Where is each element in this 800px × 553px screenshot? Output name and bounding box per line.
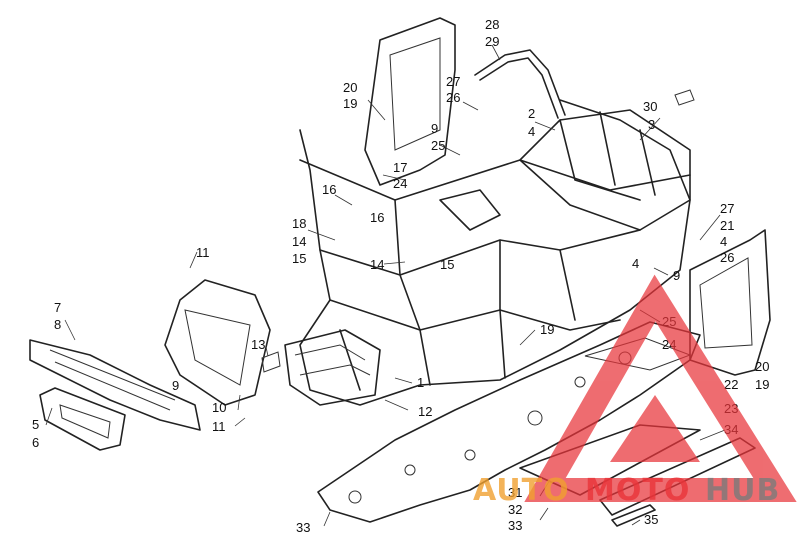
callout-16: 16 [370,210,384,225]
callout-18: 18 [292,216,306,231]
watermark: AUTO MOTO HUB [473,274,797,508]
rops-rear-left [364,17,456,186]
watermark-logo-triangle [524,274,797,502]
callout-9: 9 [172,378,179,393]
main-frame [284,99,691,406]
callout-8: 8 [54,317,61,332]
callout-9: 9 [673,268,680,283]
callout-20: 20 [755,359,769,374]
callout-22: 22 [724,377,738,392]
callout-19: 19 [343,96,357,111]
callout-24: 24 [393,176,407,191]
callout-33: 33 [296,520,310,535]
front-bracket [164,279,271,406]
callout-14: 14 [370,257,384,272]
callout-11: 11 [196,245,210,260]
callout-3: 3 [648,117,655,132]
callout-26: 26 [720,250,734,265]
watermark-text-hub: HUB [705,473,780,508]
upper-bar [474,49,566,119]
callout-19: 19 [540,322,554,337]
callout-15: 15 [440,257,454,272]
callout-13: 13 [251,337,265,352]
callout-17: 17 [393,160,407,175]
watermark-text-auto: AUTO [473,473,570,508]
front-bumper [29,339,201,431]
callout-2: 2 [528,106,535,121]
callout-4: 4 [632,256,639,271]
callout-31: 31 [508,485,522,500]
callout-21: 21 [720,218,734,233]
callout-32: 32 [508,502,522,517]
callout-6: 6 [32,435,39,450]
front-skid [39,387,126,451]
callout-19: 19 [755,377,769,392]
small-grilles [261,89,695,373]
callout-25: 25 [431,138,445,153]
callout-7: 7 [54,300,61,315]
callout-1: 1 [417,375,424,390]
callout-35: 35 [644,512,658,527]
callout-4: 4 [720,234,727,249]
callout-26: 26 [446,90,460,105]
callout-5: 5 [32,417,39,432]
callout-15: 15 [292,251,306,266]
callout-14: 14 [292,234,306,249]
callout-28: 28 [485,17,499,32]
callout-27: 27 [446,74,460,89]
callout-30: 30 [643,99,657,114]
callout-4: 4 [528,124,535,139]
callout-10: 10 [212,400,226,415]
callout-9: 9 [431,121,438,136]
callout-20: 20 [343,80,357,95]
callout-29: 29 [485,34,499,49]
watermark-text-moto: MOTO [585,473,690,508]
callout-33: 33 [508,518,522,533]
callout-11: 11 [212,419,226,434]
callout-16: 16 [322,182,336,197]
callout-27: 27 [720,201,734,216]
callout-12: 12 [418,404,432,419]
